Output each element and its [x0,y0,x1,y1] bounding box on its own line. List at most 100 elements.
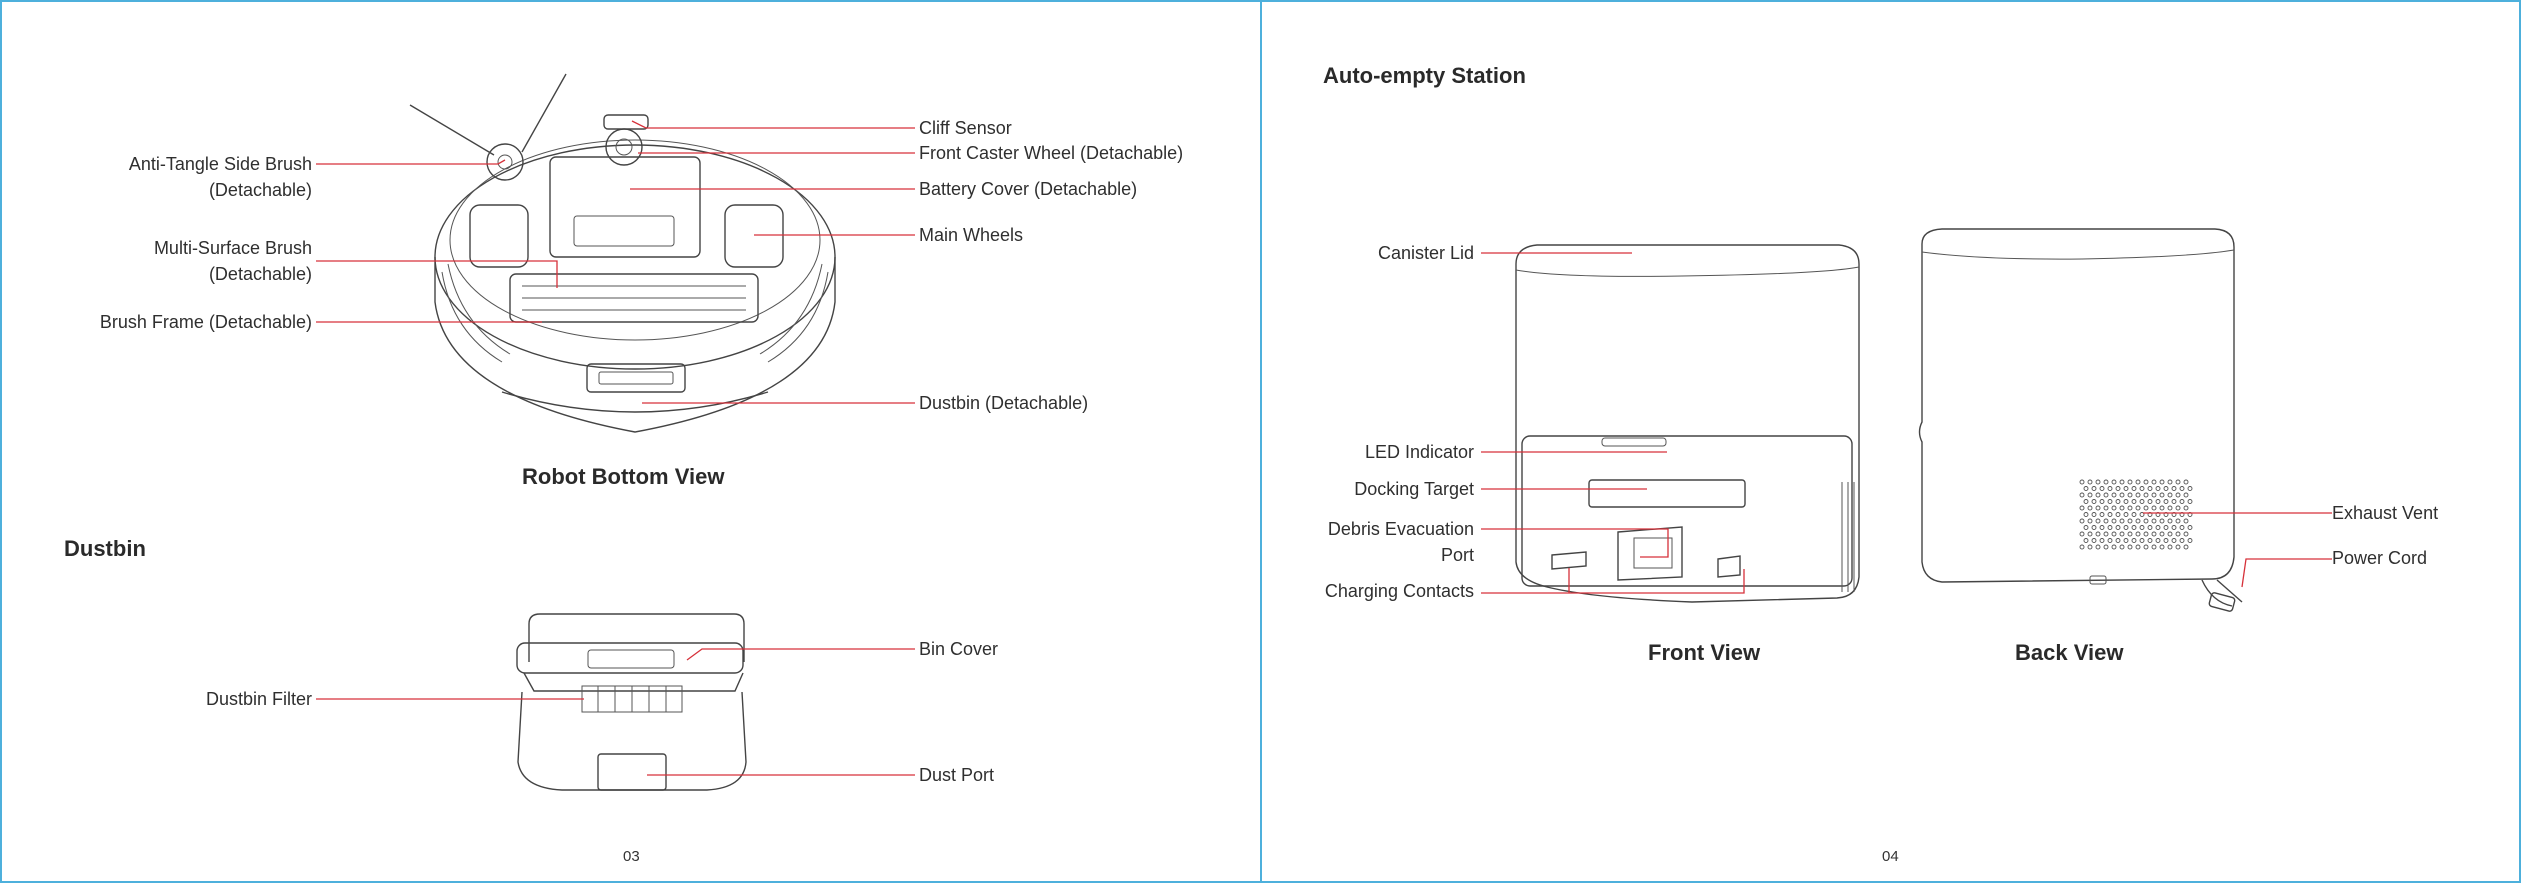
station-back-illustration [1918,228,2332,612]
vent-hole [2167,479,2173,485]
label-side-brush: Anti-Tangle Side Brush (Detachable) [128,154,312,200]
vent-hole [2115,512,2121,517]
vent-hole [2139,512,2145,517]
vent-hole [2127,544,2133,550]
vent-hole [2131,486,2137,491]
vent-hole [2119,492,2125,498]
vent-hole [2167,518,2173,524]
label-charging-contacts: Charging Contacts [1324,581,1474,601]
vent-hole [2175,518,2181,524]
label-dust-port: Dust Port [919,765,995,785]
vent-hole [2155,486,2161,491]
robot-bottom-illustration [316,73,915,433]
vent-hole [2087,492,2093,498]
label-docking-target: Docking Target [1354,479,1474,499]
vent-hole [2103,544,2109,550]
label-main-wheels: Main Wheels [919,225,1024,245]
vent-hole [2087,544,2093,550]
vent-hole [2095,518,2101,524]
label-power-cord: Power Cord [2332,548,2428,568]
vent-hole [2111,531,2117,537]
vent-hole [2183,531,2189,537]
vent-hole [2159,505,2165,511]
vent-hole [2163,538,2169,543]
vent-hole [2103,531,2109,537]
page-number-right: 04 [1882,848,1899,865]
vent-hole [2119,518,2125,524]
vent-hole [2139,486,2145,491]
vent-hole [2147,525,2153,530]
vent-hole [2099,486,2105,491]
label-battery-cover: Battery Cover (Detachable) [919,179,1138,199]
vent-hole [2143,544,2149,550]
left-page-illustrations [316,73,915,791]
vent-hole [2151,492,2157,498]
vent-hole [2171,499,2177,504]
vent-hole [2135,492,2141,498]
label-exhaust-vent: Exhaust Vent [2332,503,2439,523]
vent-hole [2099,499,2105,504]
vent-hole [2179,499,2185,504]
vent-hole [2083,525,2089,530]
vent-hole [2159,544,2165,550]
vent-hole [2103,505,2109,511]
vent-hole [2083,512,2089,517]
vent-hole [2115,499,2121,504]
vent-hole [2179,538,2185,543]
exhaust-vent-grille [2079,479,2193,550]
vent-hole [2175,479,2181,485]
vent-hole [2127,518,2133,524]
vent-hole [2147,499,2153,504]
vent-hole [2151,544,2157,550]
vent-hole [2119,531,2125,537]
label-dustbin-filter: Dustbin Filter [205,689,312,709]
label-bin-cover: Bin Cover [919,639,999,659]
vent-hole [2163,525,2169,530]
vent-hole [2107,512,2113,517]
vent-hole [2079,544,2085,550]
vent-hole [2091,538,2097,543]
vent-hole [2151,505,2157,511]
vent-hole [2167,505,2173,511]
vent-hole [2147,486,2153,491]
vent-hole [2143,518,2149,524]
vent-hole [2135,505,2141,511]
vent-hole [2187,538,2193,543]
vent-hole [2123,499,2129,504]
vent-hole [2079,492,2085,498]
vent-hole [2119,544,2125,550]
vent-hole [2179,525,2185,530]
vent-hole [2091,486,2097,491]
vent-hole [2183,479,2189,485]
vent-hole [2099,538,2105,543]
vent-hole [2119,479,2125,485]
vent-hole [2143,531,2149,537]
vent-hole [2179,486,2185,491]
vent-hole [2115,538,2121,543]
vent-hole [2127,492,2133,498]
vent-hole [2091,525,2097,530]
vent-hole [2167,492,2173,498]
vent-hole [2087,531,2093,537]
label-caster-wheel: Front Caster Wheel (Detachable) [919,143,1184,163]
vent-hole [2175,531,2181,537]
vent-hole [2127,479,2133,485]
vent-hole [2183,544,2189,550]
vent-hole [2151,518,2157,524]
vent-hole [2079,505,2085,511]
vent-hole [2123,512,2129,517]
label-multi-surface-brush: Multi-Surface Brush (Detachable) [153,238,312,284]
vent-hole [2111,492,2117,498]
vent-hole [2079,518,2085,524]
dustbin-heading: Dustbin [64,536,146,561]
vent-hole [2183,505,2189,511]
vent-hole [2143,505,2149,511]
vent-hole [2183,518,2189,524]
vent-hole [2079,479,2085,485]
vent-hole [2139,538,2145,543]
vent-hole [2099,525,2105,530]
page-left: Anti-Tangle Side Brush (Detachable) Mult… [0,0,1261,883]
vent-hole [2123,486,2129,491]
vent-hole [2095,479,2101,485]
vent-hole [2187,499,2193,504]
